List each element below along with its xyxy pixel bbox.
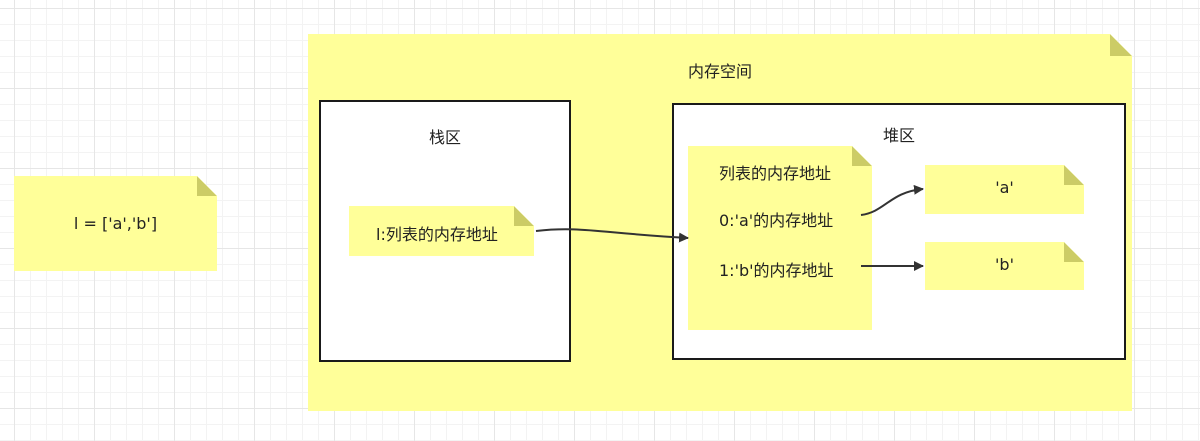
stack-variable-label: l:列表的内存地址 — [376, 225, 498, 244]
stack-to-heap-arrow[interactable] — [535, 228, 689, 243]
heap-value-b-label: 'b' — [995, 255, 1014, 274]
heap-value-a-note[interactable]: 'a' — [925, 165, 1084, 214]
list-object-title: 列表的内存地址 — [719, 164, 832, 183]
list-literal-note[interactable]: l = ['a','b'] — [14, 176, 217, 271]
memory-space-title: 内存空间 — [687, 62, 752, 81]
stack-variable-note[interactable]: l:列表的内存地址 — [349, 206, 534, 256]
heap-area-title: 堆区 — [882, 126, 915, 145]
heap-value-a-label: 'a' — [995, 178, 1014, 197]
slot-0-to-a-arrow[interactable] — [860, 184, 924, 216]
heap-list-object-note[interactable]: 列表的内存地址 0:'a'的内存地址 1:'b'的内存地址 — [688, 146, 872, 330]
list-literal-label: l = ['a','b'] — [73, 214, 158, 233]
stack-area-title: 栈区 — [428, 128, 461, 147]
list-slot-0-label: 0:'a'的内存地址 — [719, 211, 834, 230]
heap-value-b-note[interactable]: 'b' — [925, 242, 1084, 290]
list-slot-1-label: 1:'b'的内存地址 — [719, 261, 834, 280]
